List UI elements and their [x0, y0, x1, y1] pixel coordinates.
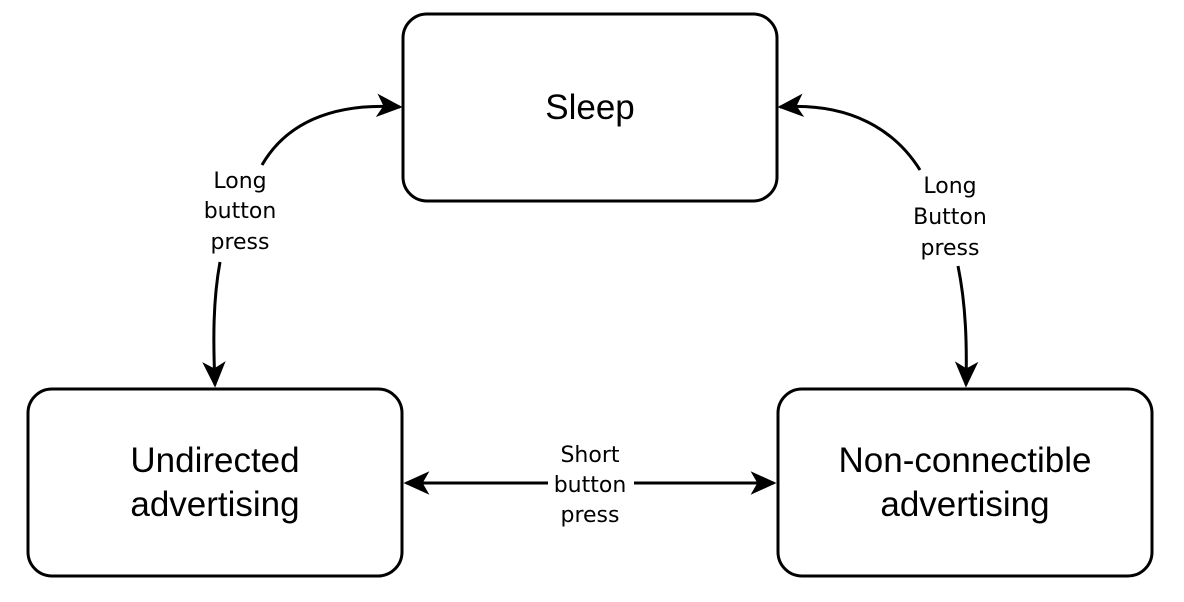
- state-undirected-advertising: Undirected advertising: [26, 387, 404, 578]
- edge-label-undirected-nonconnectible-line2: button: [554, 473, 627, 498]
- state-undirected-label-line2: advertising: [130, 485, 299, 524]
- edge-sleep-undirected: Long button press: [202, 93, 403, 388]
- edge-label-sleep-undirected-line1: Long: [213, 169, 266, 194]
- edge-undirected-nonconnectible: Short button press: [403, 443, 777, 528]
- state-undirected-label-line1: Undirected: [130, 441, 299, 480]
- state-sleep: Sleep: [401, 12, 779, 203]
- state-nonconnectible-advertising: Non-connectible advertising: [776, 387, 1154, 578]
- edge-label-undirected-nonconnectible-line1: Short: [560, 443, 619, 468]
- state-sleep-box: [401, 12, 779, 203]
- state-nonconnectible-label-line2: advertising: [880, 485, 1049, 524]
- edge-sleep-nonconnectible-line-lower: [954, 265, 979, 388]
- edge-label-sleep-nonconnectible-line3: press: [921, 236, 980, 261]
- edge-sleep-nonconnectible: Long Button press: [777, 93, 987, 388]
- edge-sleep-nonconnectible-line: [777, 93, 922, 171]
- state-nonconnectible-label-line1: Non-connectible: [839, 441, 1092, 480]
- edge-sleep-undirected-line: [260, 93, 403, 166]
- edge-label-sleep-nonconnectible-line2: Button: [913, 205, 987, 230]
- state-sleep-label: Sleep: [545, 88, 635, 127]
- edge-label-sleep-nonconnectible-line1: Long: [923, 174, 976, 199]
- edge-label-sleep-undirected-line2: button: [204, 199, 277, 224]
- edge-label-sleep-undirected-line3: press: [211, 230, 270, 255]
- state-nonconnectible-box: [776, 387, 1154, 578]
- edge-label-undirected-nonconnectible-line3: press: [561, 503, 620, 528]
- state-undirected-box: [26, 387, 404, 578]
- edge-sleep-undirected-line-lower: [202, 261, 226, 388]
